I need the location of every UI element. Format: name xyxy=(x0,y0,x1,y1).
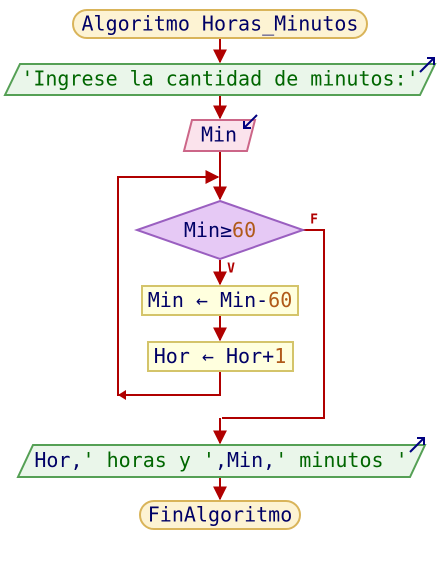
start-label: Algoritmo Horas_Minutos xyxy=(82,12,359,36)
output-result-text: Hor,' horas y ',Min,' minutos ' xyxy=(34,448,407,472)
false-branch-label: F xyxy=(310,213,318,228)
end-terminal: FinAlgoritmo xyxy=(139,500,301,530)
process-hor-plus-1: Hor ← Hor+1 xyxy=(147,341,294,372)
output-result: Hor,' horas y ',Min,' minutos ' xyxy=(16,437,427,478)
process1-text: Min ← Min-60 xyxy=(148,288,293,312)
process-min-minus-60: Min ← Min-60 xyxy=(141,285,299,316)
decision-condition: Min≥60 xyxy=(184,218,256,242)
input-min: Min xyxy=(182,114,258,152)
loop-arrow-left xyxy=(118,390,126,400)
process2-text: Hor ← Hor+1 xyxy=(154,344,286,368)
false-branch-connector xyxy=(222,229,325,419)
output-arrow-icon xyxy=(419,57,435,73)
output-prompt-text: 'Ingrese la cantidad de minutos:' xyxy=(21,67,418,91)
input-arrow-icon xyxy=(243,114,258,129)
connectors xyxy=(117,38,325,501)
end-label: FinAlgoritmo xyxy=(148,503,293,527)
input-variable: Min xyxy=(201,123,237,147)
decision-min-ge-60: Min≥60 V F xyxy=(133,199,318,277)
output-result-arrow-icon xyxy=(409,437,425,453)
output-prompt: 'Ingrese la cantidad de minutos:' xyxy=(3,57,437,96)
start-terminal: Algoritmo Horas_Minutos xyxy=(72,9,368,39)
true-branch-label: V xyxy=(227,262,235,277)
